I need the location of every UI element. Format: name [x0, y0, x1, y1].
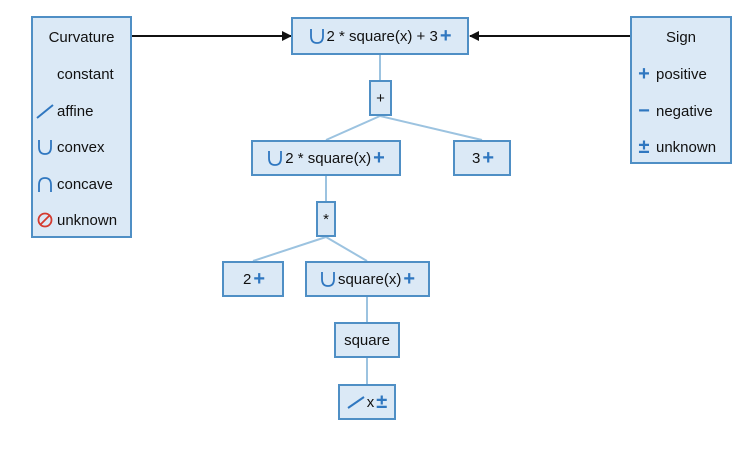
legend-item-unknown-sign: ± unknown [634, 136, 717, 158]
times-operator-label: * [323, 210, 329, 228]
plus-sign-icon: + [373, 147, 385, 169]
plus-sign-icon: + [253, 268, 266, 290]
legend-label-positive: positive [656, 65, 707, 83]
constant-2-label: 2 [242, 270, 252, 288]
plus-sign-icon: + [482, 147, 495, 169]
sign-legend-title: Sign [665, 29, 697, 46]
legend-item-negative: − negative [634, 101, 713, 121]
legend-label-unknown-sign: unknown [656, 138, 717, 156]
root-expression-label: 2 * square(x) + 3 [326, 27, 438, 45]
curvature-legend: Curvature constant affine convex concave… [31, 16, 132, 238]
plus-sign-icon: + [439, 25, 452, 47]
square-expression-label: square(x) [337, 270, 402, 288]
product-expression-label: 2 * square(x) [285, 149, 372, 167]
convex-icon [320, 270, 336, 288]
plus-minus-icon: ± [638, 136, 650, 158]
convex-icon [309, 27, 325, 45]
variable-x-node[interactable]: x ± [338, 384, 396, 420]
legend-label-concave: concave [57, 175, 113, 193]
edge-plus-3 [379, 115, 483, 141]
constant-3-node[interactable]: 3 + [453, 140, 511, 176]
plus-operator-label: + [376, 89, 385, 107]
plus-operator-node[interactable]: + [369, 80, 392, 116]
concave-icon [35, 175, 55, 193]
square-expression-node[interactable]: square(x) + [305, 261, 430, 297]
legend-item-concave: concave [35, 175, 113, 193]
plus-minus-icon: ± [376, 391, 388, 413]
legend-item-unknown-curvature: unknown [35, 211, 117, 229]
edge-times-square [325, 236, 368, 262]
minus-icon: − [638, 100, 650, 122]
edge-plus-left [325, 115, 381, 141]
plus-icon: + [638, 63, 650, 85]
legend-item-convex: convex [35, 138, 105, 156]
unknown-curvature-icon [35, 211, 55, 229]
constant-3-label: 3 [471, 149, 481, 167]
square-function-node[interactable]: square [334, 322, 400, 358]
times-operator-node[interactable]: * [316, 201, 336, 237]
legend-label-convex: convex [57, 138, 105, 156]
affine-icon [347, 394, 365, 410]
plus-sign-icon: + [403, 268, 416, 290]
legend-item-affine: affine [35, 102, 93, 120]
sign-legend: Sign + positive − negative ± unknown [630, 16, 732, 164]
curvature-legend-title: Curvature [48, 29, 115, 46]
constant-2-node[interactable]: 2 + [222, 261, 284, 297]
legend-label-constant: constant [57, 66, 114, 83]
legend-label-affine: affine [57, 102, 94, 120]
product-expression-node[interactable]: 2 * square(x) + [251, 140, 401, 176]
variable-x-label: x [366, 393, 375, 411]
legend-item-constant: constant [35, 66, 114, 83]
affine-icon [35, 102, 55, 120]
legend-label-unknown-curvature: unknown [57, 211, 118, 229]
legend-item-positive: + positive [634, 64, 707, 84]
edge-times-2 [252, 236, 327, 262]
legend-label-negative: negative [656, 102, 713, 120]
convex-icon [35, 138, 55, 156]
root-expression-node[interactable]: 2 * square(x) + 3 + [291, 17, 469, 55]
convex-icon [267, 149, 283, 167]
square-function-label: square [344, 331, 390, 349]
